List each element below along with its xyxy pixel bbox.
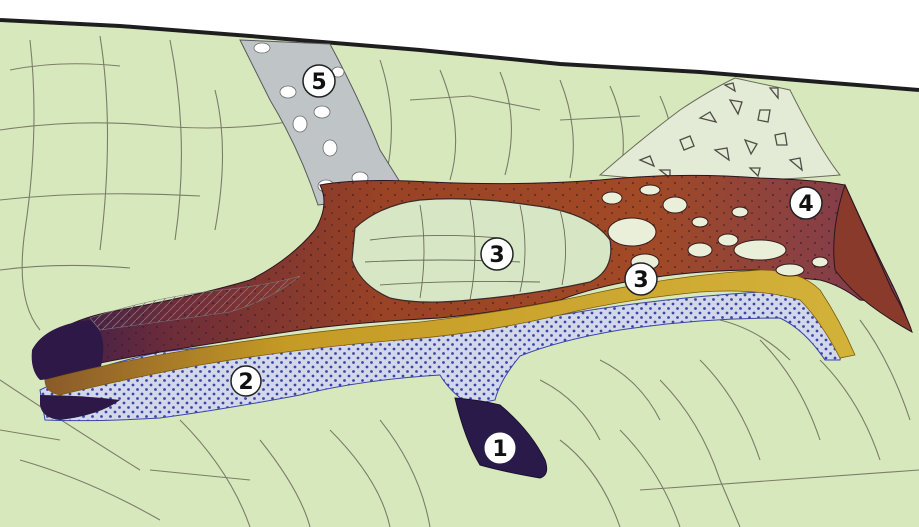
marker-2: 2	[231, 366, 261, 396]
marker-4: 4	[790, 187, 822, 219]
marker-3a-label: 3	[489, 243, 504, 268]
marker-2-label: 2	[238, 370, 253, 395]
marker-3b-label: 3	[633, 268, 648, 293]
marker-1-label: 1	[492, 437, 507, 462]
marker-5: 5	[303, 65, 335, 97]
marker-3b: 3	[625, 263, 657, 295]
marker-5-label: 5	[311, 70, 326, 95]
marker-4-label: 4	[798, 192, 813, 217]
marker-1: 1	[485, 433, 515, 463]
marker-3a: 3	[481, 238, 513, 270]
